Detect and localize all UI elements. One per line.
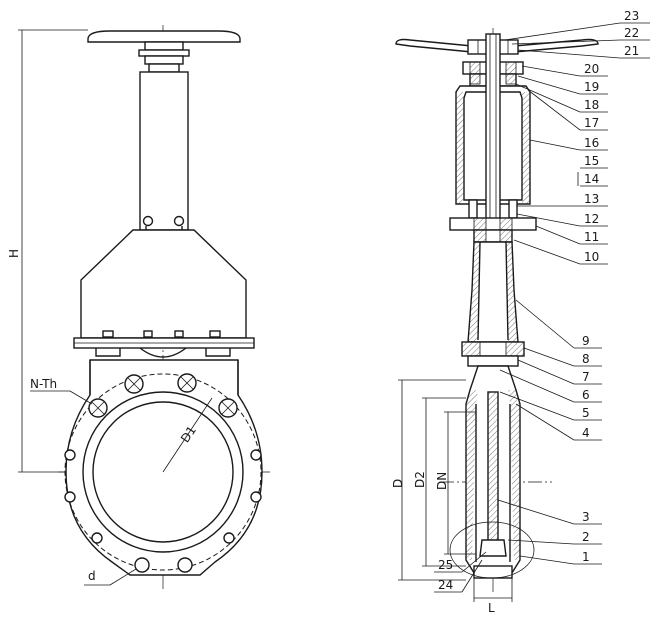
- part-10: 10: [584, 250, 599, 264]
- part-18: 18: [584, 98, 599, 112]
- part-1: 1: [582, 550, 590, 564]
- part-24: 24: [438, 578, 453, 592]
- part-15: 15: [584, 154, 599, 168]
- handwheel-front: [87, 30, 241, 73]
- part-13: 13: [584, 192, 599, 206]
- mid-flange: [449, 217, 537, 231]
- part-8: 8: [582, 352, 590, 366]
- dim-N-Th: N-Th: [30, 377, 57, 391]
- part-12: 12: [584, 212, 599, 226]
- part-19: 19: [584, 80, 599, 94]
- part-20: 20: [584, 62, 599, 76]
- dim-D: D: [391, 479, 405, 488]
- dim-d: d: [88, 569, 96, 583]
- yoke-column: [139, 71, 189, 231]
- part-callouts: 23 22 21 20 19 18 17: [434, 9, 650, 593]
- part-11: 11: [584, 230, 599, 244]
- part-25: 25: [438, 558, 453, 572]
- dim-H: H: [7, 249, 21, 258]
- dim-L: L: [488, 601, 495, 615]
- part-21: 21: [624, 44, 639, 58]
- part-5: 5: [582, 406, 590, 420]
- bonnet: [80, 229, 247, 339]
- part-16: 16: [584, 136, 599, 150]
- part-6: 6: [582, 388, 590, 402]
- detail-circle: [449, 521, 535, 579]
- front-view: H N-Th D1 d: [7, 25, 272, 590]
- part-2: 2: [582, 530, 590, 544]
- part-23: 23: [624, 9, 639, 23]
- part-7: 7: [582, 370, 590, 384]
- dim-D2: D2: [413, 471, 427, 488]
- part-14: 14: [584, 172, 599, 186]
- dim-DN: DN: [435, 472, 449, 490]
- section-view: D D2 DN L 23 22 21: [391, 9, 650, 615]
- part-9: 9: [582, 334, 590, 348]
- part-17: 17: [584, 116, 599, 130]
- part-4: 4: [582, 426, 590, 440]
- part-22: 22: [624, 26, 639, 40]
- bolt-holes: [64, 373, 262, 573]
- part-3: 3: [582, 510, 590, 524]
